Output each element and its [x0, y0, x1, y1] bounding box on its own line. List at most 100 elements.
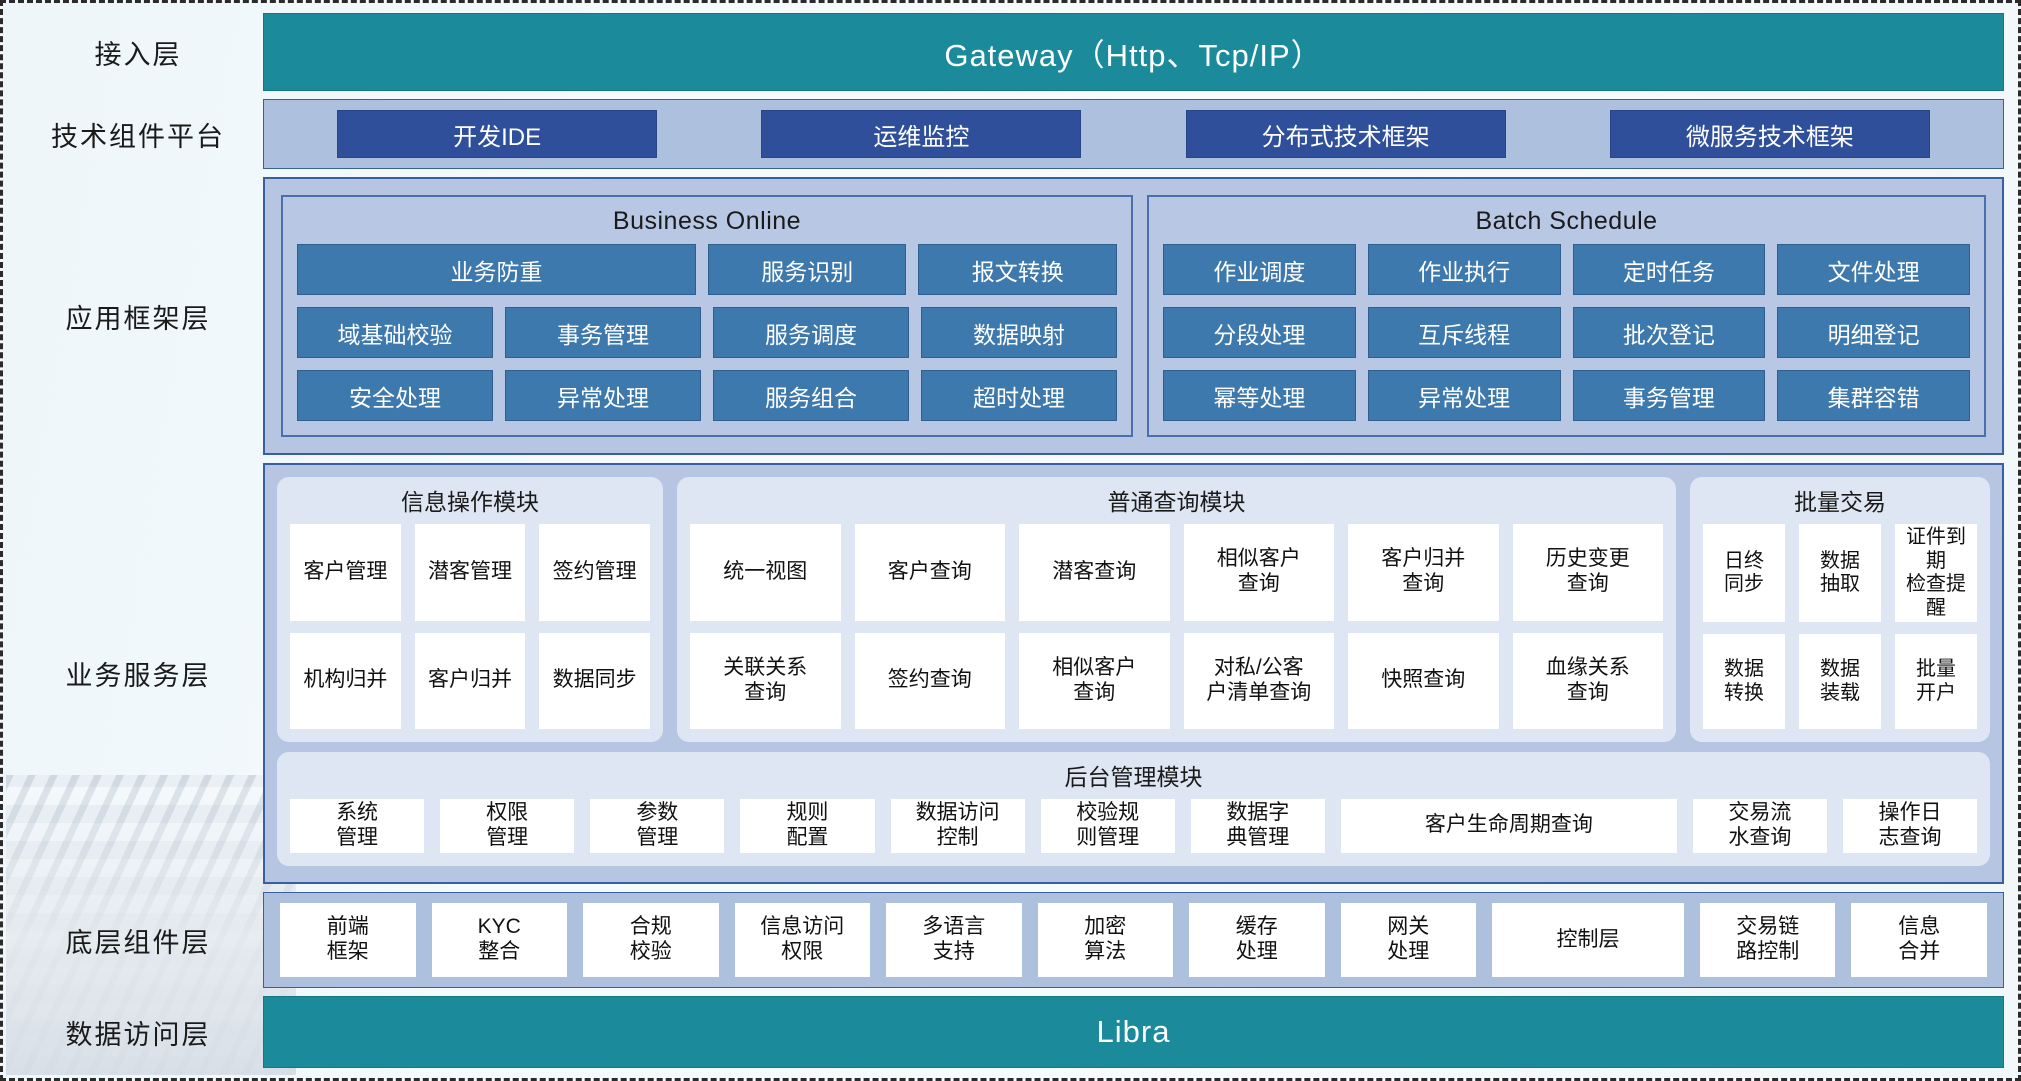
service-tile-row: 关联关系查询签约查询相似客户查询对私/公客户清单查询快照查询血缘关系查询 [689, 631, 1664, 730]
framework-tile[interactable]: 超时处理 [921, 370, 1117, 421]
service-tile[interactable]: 历史变更查询 [1511, 523, 1664, 622]
admin-tile[interactable]: 参数管理 [589, 798, 726, 854]
service-tile[interactable]: 关联关系查询 [689, 631, 842, 730]
service-tile-row: 数据转换数据装载批量开户 [1702, 633, 1978, 730]
service-tile[interactable]: 快照查询 [1347, 631, 1500, 730]
framework-tile[interactable]: 域基础校验 [297, 307, 493, 358]
component-tile[interactable]: 控制层 [1492, 903, 1684, 977]
framework-tile[interactable]: 文件处理 [1777, 244, 1970, 295]
framework-tile[interactable]: 事务管理 [505, 307, 701, 358]
component-tile[interactable]: 交易链路控制 [1699, 903, 1836, 977]
component-tile[interactable]: 加密算法 [1037, 903, 1173, 977]
framework-tile[interactable]: 集群容错 [1777, 370, 1970, 421]
layer-label-tech-platform: 技术组件平台 [51, 121, 225, 152]
framework-tile[interactable]: 幂等处理 [1163, 370, 1356, 421]
tech-platform-item[interactable]: 分布式技术框架 [1185, 110, 1506, 158]
layer-label-data-access: 数据访问层 [65, 1019, 211, 1050]
framework-tile[interactable]: 服务识别 [707, 244, 907, 295]
framework-tile-row: 分段处理互斥线程批次登记明细登记 [1163, 307, 1970, 358]
service-tile[interactable]: 客户管理 [289, 523, 402, 622]
component-tile[interactable]: 多语言支持 [886, 903, 1022, 977]
framework-tile[interactable]: 事务管理 [1572, 370, 1766, 421]
framework-tile[interactable]: 服务组合 [713, 370, 909, 421]
service-tile[interactable]: 机构归并 [289, 631, 402, 730]
service-tile-row: 统一视图客户查询潜客查询相似客户查询客户归并查询历史变更查询 [689, 523, 1664, 622]
framework-tile-row: 幂等处理异常处理事务管理集群容错 [1163, 370, 1970, 421]
service-tile[interactable]: 客户归并 [413, 631, 527, 730]
admin-tile[interactable]: 数据字典管理 [1189, 798, 1326, 854]
service-tile[interactable]: 血缘关系查询 [1511, 631, 1664, 730]
gateway-banner: Gateway（Http、Tcp/IP） [263, 13, 2004, 91]
business-service-modules: 信息操作模块客户管理潜客管理签约管理机构归并客户归并数据同步普通查询模块统一视图… [277, 477, 1990, 742]
service-tile[interactable]: 数据同步 [538, 631, 652, 730]
framework-tile[interactable]: 作业执行 [1367, 244, 1561, 295]
service-tile[interactable]: 数据装载 [1798, 633, 1882, 730]
service-module: 普通查询模块统一视图客户查询潜客查询相似客户查询客户归并查询历史变更查询关联关系… [677, 477, 1676, 742]
layer-label-app-framework: 应用框架层 [65, 303, 211, 334]
framework-panel: Batch Schedule 作业调度作业执行定时任务文件处理分段处理互斥线程批次… [1147, 195, 1986, 437]
service-tile[interactable]: 证件到期检查提醒 [1894, 523, 1978, 624]
service-tile[interactable]: 对私/公客户清单查询 [1182, 631, 1335, 730]
framework-tile[interactable]: 互斥线程 [1367, 307, 1561, 358]
component-tile[interactable]: 前端框架 [280, 903, 416, 977]
admin-tile[interactable]: 客户生命周期查询 [1339, 798, 1678, 854]
framework-panel-title: Business Online [612, 207, 802, 235]
admin-module: 后台管理模块系统管理权限管理参数管理规则配置数据访问控制校验规则管理数据字典管理… [277, 752, 1990, 866]
admin-tile[interactable]: 规则配置 [739, 798, 876, 854]
service-tile[interactable]: 统一视图 [689, 523, 842, 622]
layer-row-data-access: 数据访问层 Libra [13, 996, 2004, 1068]
layer-row-business-service: 业务服务层 信息操作模块客户管理潜客管理签约管理机构归并客户归并数据同步普通查询… [13, 463, 2004, 884]
admin-tile[interactable]: 交易流水查询 [1691, 798, 1828, 854]
framework-tile[interactable]: 批次登记 [1572, 307, 1766, 358]
framework-tile[interactable]: 报文转换 [918, 244, 1117, 295]
service-tile[interactable]: 相似客户查询 [1018, 631, 1171, 730]
framework-tile-row: 域基础校验事务管理服务调度数据映射 [297, 307, 1117, 358]
service-module-title: 普通查询模块 [1107, 489, 1246, 515]
tech-platform-item[interactable]: 微服务技术框架 [1609, 110, 1930, 158]
service-tile-row: 日终同步数据抽取证件到期检查提醒 [1702, 523, 1978, 624]
framework-tile[interactable]: 明细登记 [1777, 307, 1970, 358]
layer-body-business-service: 信息操作模块客户管理潜客管理签约管理机构归并客户归并数据同步普通查询模块统一视图… [263, 463, 2004, 884]
framework-tile[interactable]: 异常处理 [1367, 370, 1561, 421]
service-tile[interactable]: 客户归并查询 [1347, 523, 1500, 622]
service-tile[interactable]: 客户查询 [853, 523, 1006, 622]
component-tile[interactable]: 信息访问权限 [734, 903, 870, 977]
framework-tile[interactable]: 数据映射 [921, 307, 1117, 358]
component-tile[interactable]: 合规校验 [583, 903, 719, 977]
tech-platform-item[interactable]: 开发IDE [337, 110, 658, 158]
admin-tile[interactable]: 数据访问控制 [889, 798, 1026, 854]
admin-tile[interactable]: 系统管理 [289, 798, 426, 854]
framework-panel-title: Batch Schedule [1475, 207, 1658, 235]
service-tile[interactable]: 潜客管理 [413, 523, 527, 622]
admin-tile[interactable]: 校验规则管理 [1039, 798, 1176, 854]
framework-panel-grid: 作业调度作业执行定时任务文件处理分段处理互斥线程批次登记明细登记幂等处理异常处理… [1163, 244, 1970, 421]
service-tile[interactable]: 批量开户 [1894, 633, 1978, 730]
framework-tile[interactable]: 定时任务 [1572, 244, 1766, 295]
framework-tile[interactable]: 安全处理 [297, 370, 493, 421]
service-tile[interactable]: 潜客查询 [1018, 523, 1171, 622]
tech-platform-item[interactable]: 运维监控 [761, 110, 1082, 158]
service-tile[interactable]: 日终同步 [1702, 523, 1786, 624]
layer-stack: 接入层 Gateway（Http、Tcp/IP） 技术组件平台 开发IDE 运维监… [13, 13, 2004, 1068]
framework-tile[interactable]: 异常处理 [505, 370, 701, 421]
admin-tile[interactable]: 权限管理 [439, 798, 576, 854]
layer-label-access: 接入层 [94, 39, 182, 70]
admin-tile[interactable]: 操作日志查询 [1841, 798, 1979, 854]
framework-tile[interactable]: 业务防重 [297, 244, 696, 295]
component-tile[interactable]: 信息合并 [1851, 903, 1987, 977]
service-tile[interactable]: 签约查询 [853, 631, 1006, 730]
service-module-grid: 日终同步数据抽取证件到期检查提醒数据转换数据装载批量开户 [1702, 523, 1978, 730]
service-tile[interactable]: 签约管理 [538, 523, 652, 622]
framework-tile[interactable]: 服务调度 [713, 307, 909, 358]
framework-tile[interactable]: 作业调度 [1163, 244, 1356, 295]
framework-tile[interactable]: 分段处理 [1163, 307, 1356, 358]
service-tile[interactable]: 相似客户查询 [1182, 523, 1335, 622]
component-tile[interactable]: 网关处理 [1340, 903, 1476, 977]
service-tile[interactable]: 数据转换 [1702, 633, 1786, 730]
component-tile[interactable]: 缓存处理 [1189, 903, 1325, 977]
service-tile[interactable]: 数据抽取 [1798, 523, 1882, 624]
